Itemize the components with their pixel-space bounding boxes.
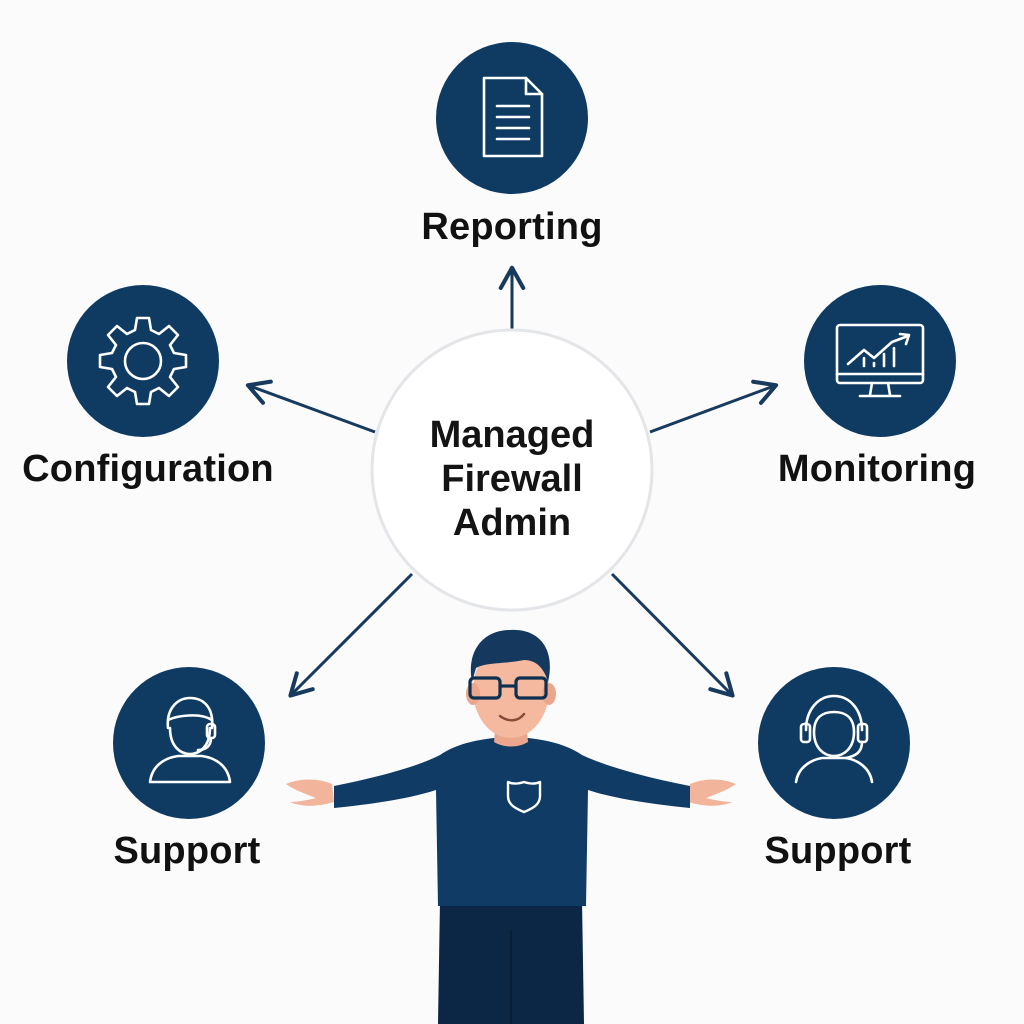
arrow-to-support-left bbox=[288, 572, 414, 698]
sweater bbox=[334, 738, 690, 906]
reporting-node[interactable] bbox=[436, 42, 588, 194]
glasses bbox=[468, 676, 548, 700]
arrow-to-configuration bbox=[245, 379, 376, 434]
left-hand bbox=[286, 779, 334, 806]
center-title-line3: Admin bbox=[452, 502, 572, 544]
monitor-chart-icon bbox=[835, 323, 925, 398]
configuration-node[interactable] bbox=[67, 285, 219, 437]
support-right-node[interactable] bbox=[758, 667, 910, 819]
arrow-to-support-right bbox=[610, 572, 735, 698]
center-title-line1: Managed bbox=[429, 414, 595, 456]
center-circle bbox=[370, 328, 654, 612]
center-title: Managed Firewall Admin bbox=[382, 413, 642, 545]
firewall-admin-person bbox=[286, 629, 736, 1024]
support-left-label: Support bbox=[113, 830, 261, 872]
monitoring-label: Monitoring bbox=[777, 448, 977, 490]
arrow-to-monitoring bbox=[649, 379, 779, 434]
reporting-label: Reporting bbox=[421, 206, 603, 248]
document-icon bbox=[482, 76, 544, 158]
gear-icon bbox=[98, 316, 188, 406]
right-hand bbox=[688, 779, 736, 806]
headset-agent-icon bbox=[794, 694, 874, 784]
support-left-node[interactable] bbox=[113, 667, 265, 819]
support-right-label: Support bbox=[764, 830, 912, 872]
support-agent-icon bbox=[148, 696, 232, 784]
hair bbox=[470, 629, 550, 682]
shield-badge-icon bbox=[506, 780, 542, 814]
center-title-line2: Firewall bbox=[441, 458, 583, 500]
face bbox=[473, 642, 549, 738]
monitoring-node[interactable] bbox=[804, 285, 956, 437]
configuration-label: Configuration bbox=[22, 448, 274, 490]
